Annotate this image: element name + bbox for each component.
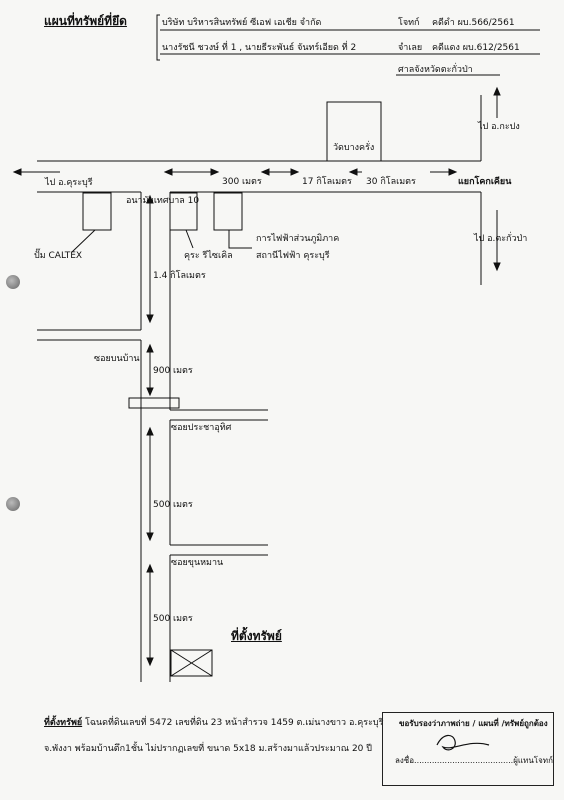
signature-mark bbox=[436, 734, 490, 751]
location-text-1: โฉนดที่ดินเลขที่ 5472 เลขที่ดิน 23 หน้าส… bbox=[82, 718, 384, 728]
plaintiff-label: โจทก์ bbox=[398, 18, 420, 28]
property-location-label: ที่ตั้งทรัพย์ bbox=[231, 629, 282, 643]
arrow-left-kuraburi bbox=[12, 168, 22, 176]
distance-900m-label: 900 เมตร bbox=[153, 366, 193, 376]
certification-box: ขอรับรองว่าภาพถ่าย / แผนที่ /ทรัพย์ถูกต้… bbox=[382, 712, 554, 786]
binder-hole-top bbox=[6, 275, 20, 289]
caltex-building bbox=[82, 192, 112, 231]
arrow-down-takuapa bbox=[493, 262, 501, 272]
electric-authority-label: การไฟฟ้าส่วนภูมิภาค bbox=[256, 234, 340, 244]
soi-prachautit-label: ซอยประชาอุทิศ bbox=[171, 423, 232, 433]
signature-line: ลงชื่อ..................................… bbox=[395, 755, 553, 766]
bridge bbox=[128, 397, 180, 409]
recycle-building bbox=[169, 192, 198, 231]
defendant-label: จำเลย bbox=[398, 43, 423, 53]
defendant-case-number: คดีแดง ผบ.612/2561 bbox=[432, 43, 520, 53]
location-description-line-1: ที่ตั้งทรัพย์ โฉนดที่ดินเลขที่ 5472 เลขท… bbox=[44, 718, 383, 729]
to-kapong-label: ไป อ.กะปง bbox=[478, 122, 520, 132]
junction-label: แยกโคกเคียน bbox=[458, 177, 512, 187]
header-bracket bbox=[156, 14, 160, 61]
defendant-names: นางรัชนี ชวงษ์ ที่ 1 , นายธีระพันธ์ จันท… bbox=[162, 43, 357, 53]
distance-30km-label: 30 กิโลเมตร bbox=[366, 177, 416, 187]
plaintiff-case-number: คดีดำ ผบ.566/2561 bbox=[432, 18, 515, 28]
sign-prefix: ลงชื่อ..................................… bbox=[395, 756, 514, 765]
distance-300m-label: 300 เมตร bbox=[222, 177, 262, 187]
location-description-line-2: จ.พังงา พร้อมบ้านตึก1ชั้น ไม่ปรากฏเลขที่… bbox=[44, 744, 372, 754]
electric-leader bbox=[228, 230, 252, 249]
company-name: บริษัท บริหารสินทรัพย์ ซีเอฟ เอเชีย จำกั… bbox=[162, 18, 322, 28]
distance-17km-label: 17 กิโลเมตร bbox=[302, 177, 352, 187]
soi-bonban-label: ซอยบนบ้าน bbox=[94, 354, 140, 364]
distance-500m-a-label: 500 เมตร bbox=[153, 500, 193, 510]
recycle-label: คุระ รีไซเคิล bbox=[184, 251, 233, 261]
distance-500m-b-label: 500 เมตร bbox=[153, 614, 193, 624]
sign-suffix: ผู้แทนโจทก์ bbox=[513, 756, 553, 765]
distance-1-4km-label: 1.4 กิโลเมตร bbox=[153, 271, 206, 281]
soi-khunhaman-label: ซอยขุนหมาน bbox=[171, 558, 224, 568]
electric-station-label: สถานีไฟฟ้า คุระบุรี bbox=[256, 251, 330, 261]
temple-label: วัดบางครั่ง bbox=[333, 143, 375, 153]
recycle-leader bbox=[185, 229, 194, 249]
court-name: ศาลจังหวัดตะกั่วป่า bbox=[398, 65, 473, 75]
certify-text: ขอรับรองว่าภาพถ่าย / แผนที่ /ทรัพย์ถูกต้… bbox=[399, 719, 548, 728]
property-parcel bbox=[170, 649, 213, 677]
school-label: อนามัยเทศบาล 10 bbox=[126, 196, 200, 206]
caltex-leader bbox=[71, 229, 96, 253]
to-takuapa-label: ไป อ.ตะกั่วป่า bbox=[474, 234, 528, 244]
page-title: แผนที่ทรัพย์ที่ยึด bbox=[44, 14, 127, 28]
location-heading: ที่ตั้งทรัพย์ bbox=[44, 718, 83, 728]
arrow-up-kapong bbox=[493, 86, 501, 96]
binder-hole-bottom bbox=[6, 497, 20, 511]
gas-station-label: ปั๊ม CALTEX bbox=[34, 251, 83, 261]
property-cross-2 bbox=[170, 649, 213, 677]
to-kuraburi-label: ไป อ.คุระบุรี bbox=[45, 178, 93, 188]
electric-building bbox=[213, 192, 243, 231]
